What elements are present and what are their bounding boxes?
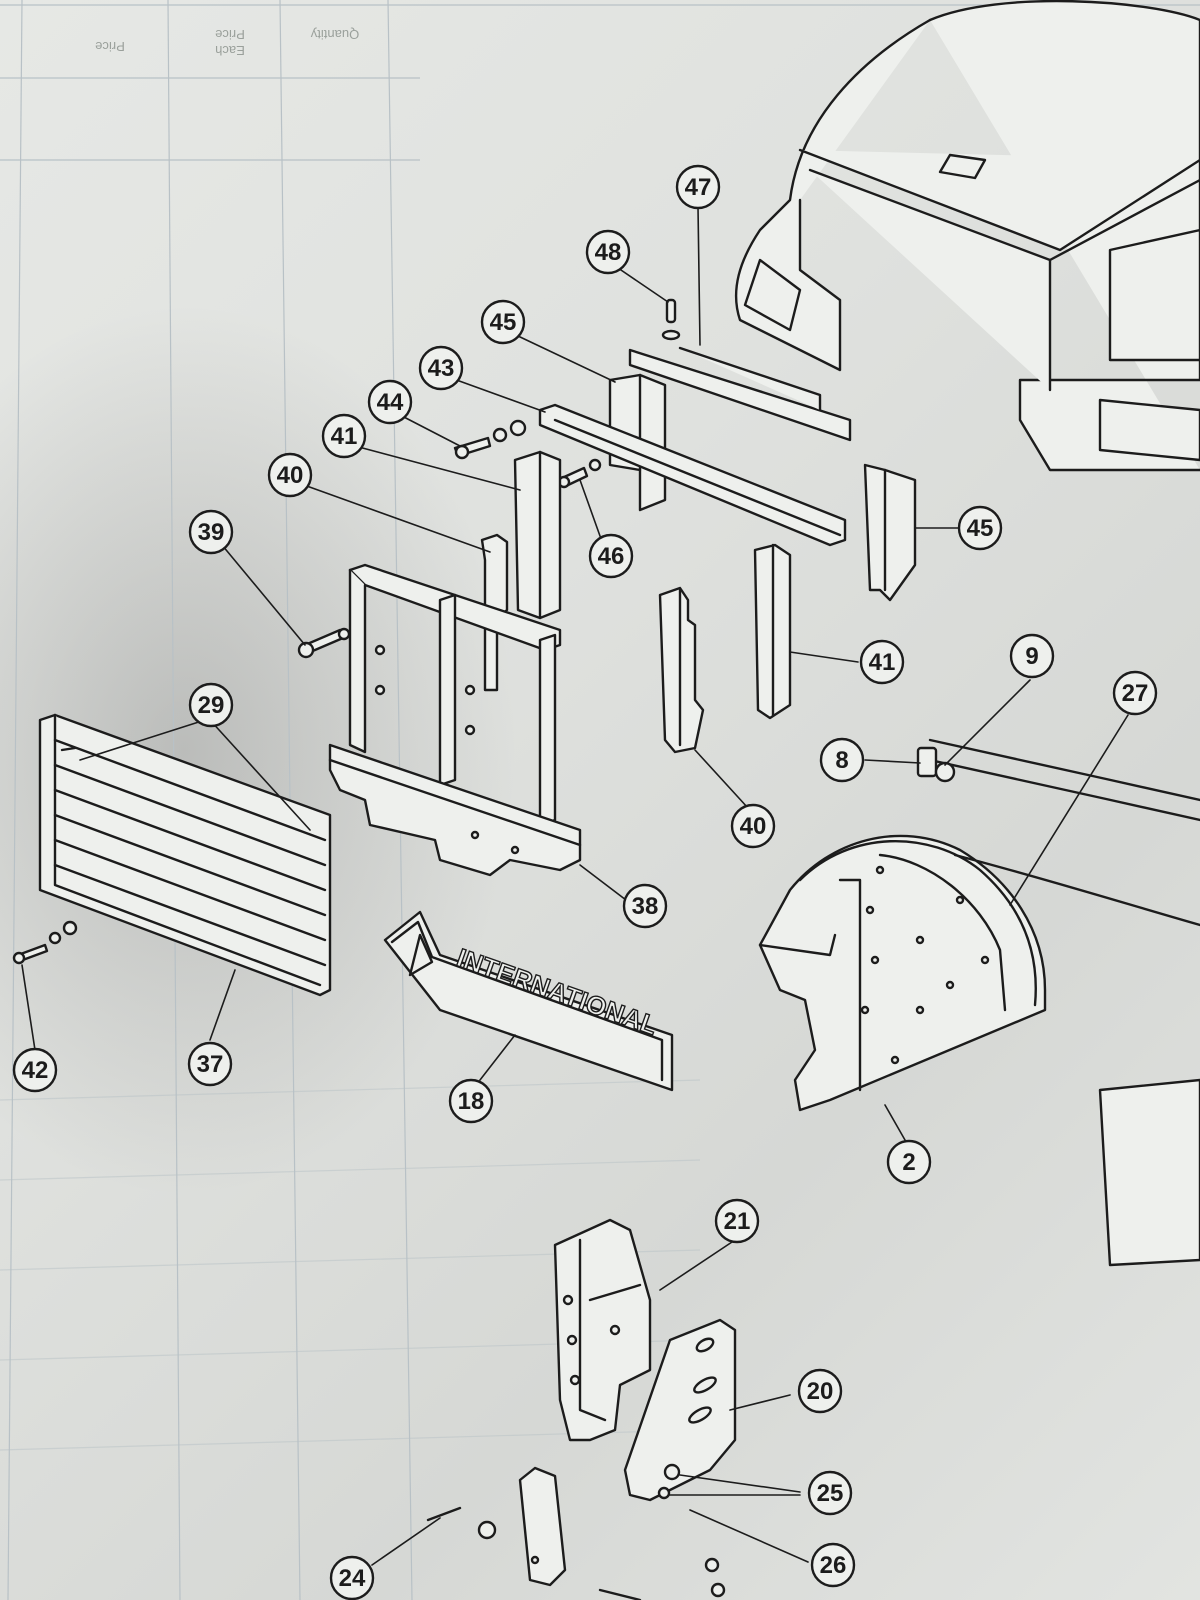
callout-label-45: 45 bbox=[967, 515, 994, 542]
part-47-strip bbox=[628, 346, 852, 442]
callout-label-48: 48 bbox=[595, 239, 622, 266]
callout-circle-47 bbox=[675, 164, 721, 210]
callout-circle-2 bbox=[886, 1139, 932, 1185]
callout-label-40: 40 bbox=[277, 462, 304, 489]
part-42-bolt-set bbox=[12, 920, 78, 965]
callout-label-29: 29 bbox=[198, 692, 225, 719]
callout-circle-48 bbox=[585, 229, 631, 275]
callout-label-41: 41 bbox=[869, 649, 896, 676]
callout-label-44: 44 bbox=[377, 389, 404, 416]
callout-label-37: 37 bbox=[197, 1051, 224, 1078]
col-price-each-label: Price bbox=[215, 27, 245, 42]
col-price-label: Price bbox=[95, 39, 125, 54]
callout-label-20: 20 bbox=[807, 1378, 834, 1405]
part-2-inner-fender bbox=[758, 834, 1047, 1112]
callout-label-9: 9 bbox=[1025, 643, 1038, 670]
part-lower-plate bbox=[426, 1466, 642, 1600]
part-46-bolt-set bbox=[557, 458, 602, 489]
callout-circle-20 bbox=[797, 1368, 843, 1414]
part-39-bolt bbox=[297, 627, 351, 659]
part-41-upright-right bbox=[753, 543, 792, 720]
callout-circle-21 bbox=[714, 1198, 760, 1244]
part-40-upright-right bbox=[658, 586, 705, 754]
part-25-26-hardware bbox=[657, 1463, 726, 1598]
cab-body bbox=[734, 0, 1200, 472]
part-43-cross-member bbox=[538, 403, 847, 547]
callout-circle-8 bbox=[819, 737, 865, 783]
callout-label-45: 45 bbox=[490, 309, 517, 336]
part-41-upright-left bbox=[513, 450, 562, 620]
callout-circle-9 bbox=[1009, 633, 1055, 679]
part-38-radiator-frame bbox=[328, 563, 582, 877]
callout-circle-18 bbox=[448, 1078, 494, 1124]
callout-circle-43 bbox=[418, 345, 464, 391]
callout-label-2: 2 bbox=[902, 1149, 915, 1176]
callout-circle-29 bbox=[188, 682, 234, 728]
callout-label-18: 18 bbox=[458, 1088, 485, 1115]
callout-label-27: 27 bbox=[1122, 680, 1149, 707]
callout-circle-38 bbox=[622, 883, 668, 929]
part-21-bracket bbox=[553, 1218, 652, 1442]
callout-circle-46 bbox=[588, 533, 634, 579]
callout-group: 47 48 45 43 44 41 40 39 46 45 41 29 38 40 9 27 8 42 37 18 2 2… bbox=[12, 164, 1158, 1600]
callout-circle-24 bbox=[329, 1555, 375, 1600]
part-20-plate bbox=[623, 1318, 737, 1502]
callout-circle-44 bbox=[367, 379, 413, 425]
callout-circle-41 bbox=[859, 639, 905, 685]
callout-circle-37 bbox=[187, 1041, 233, 1087]
callout-circle-40 bbox=[267, 452, 313, 498]
callout-label-24: 24 bbox=[339, 1565, 366, 1592]
callout-circle-45 bbox=[957, 505, 1003, 551]
col-price-each-label-2: Each bbox=[215, 43, 245, 58]
part-27-fender bbox=[928, 738, 1200, 1267]
part-45-bracket-right bbox=[863, 463, 917, 602]
callout-circle-45 bbox=[480, 299, 526, 345]
callout-label-41: 41 bbox=[331, 423, 358, 450]
callout-label-8: 8 bbox=[835, 747, 848, 774]
callout-circle-27 bbox=[1112, 670, 1158, 716]
callout-label-46: 46 bbox=[598, 543, 625, 570]
leader-lines bbox=[21, 206, 1129, 1566]
part-44-bolt-set bbox=[453, 419, 527, 460]
callout-circle-40 bbox=[730, 803, 776, 849]
part-8-9-bumper bbox=[916, 746, 956, 783]
callout-circle-25 bbox=[807, 1470, 853, 1516]
callout-label-26: 26 bbox=[820, 1552, 847, 1579]
callout-label-42: 42 bbox=[22, 1057, 49, 1084]
part-37-grille bbox=[38, 713, 332, 997]
callout-label-40: 40 bbox=[740, 813, 767, 840]
callout-circle-42 bbox=[12, 1047, 58, 1093]
col-quantity-label: Quantity bbox=[310, 27, 359, 42]
callout-circle-39 bbox=[188, 509, 234, 555]
callout-label-47: 47 bbox=[685, 174, 712, 201]
part-18-emblem bbox=[383, 910, 674, 1092]
callout-circle-41 bbox=[321, 413, 367, 459]
table-header: Price Price Each Quantity bbox=[95, 27, 359, 58]
callout-label-43: 43 bbox=[428, 355, 455, 382]
callout-label-38: 38 bbox=[632, 893, 659, 920]
part-48-bolt bbox=[661, 298, 681, 341]
callout-label-21: 21 bbox=[724, 1208, 751, 1235]
callout-circle-26 bbox=[810, 1542, 856, 1588]
callout-label-39: 39 bbox=[198, 519, 225, 546]
callout-label-25: 25 bbox=[817, 1480, 844, 1507]
